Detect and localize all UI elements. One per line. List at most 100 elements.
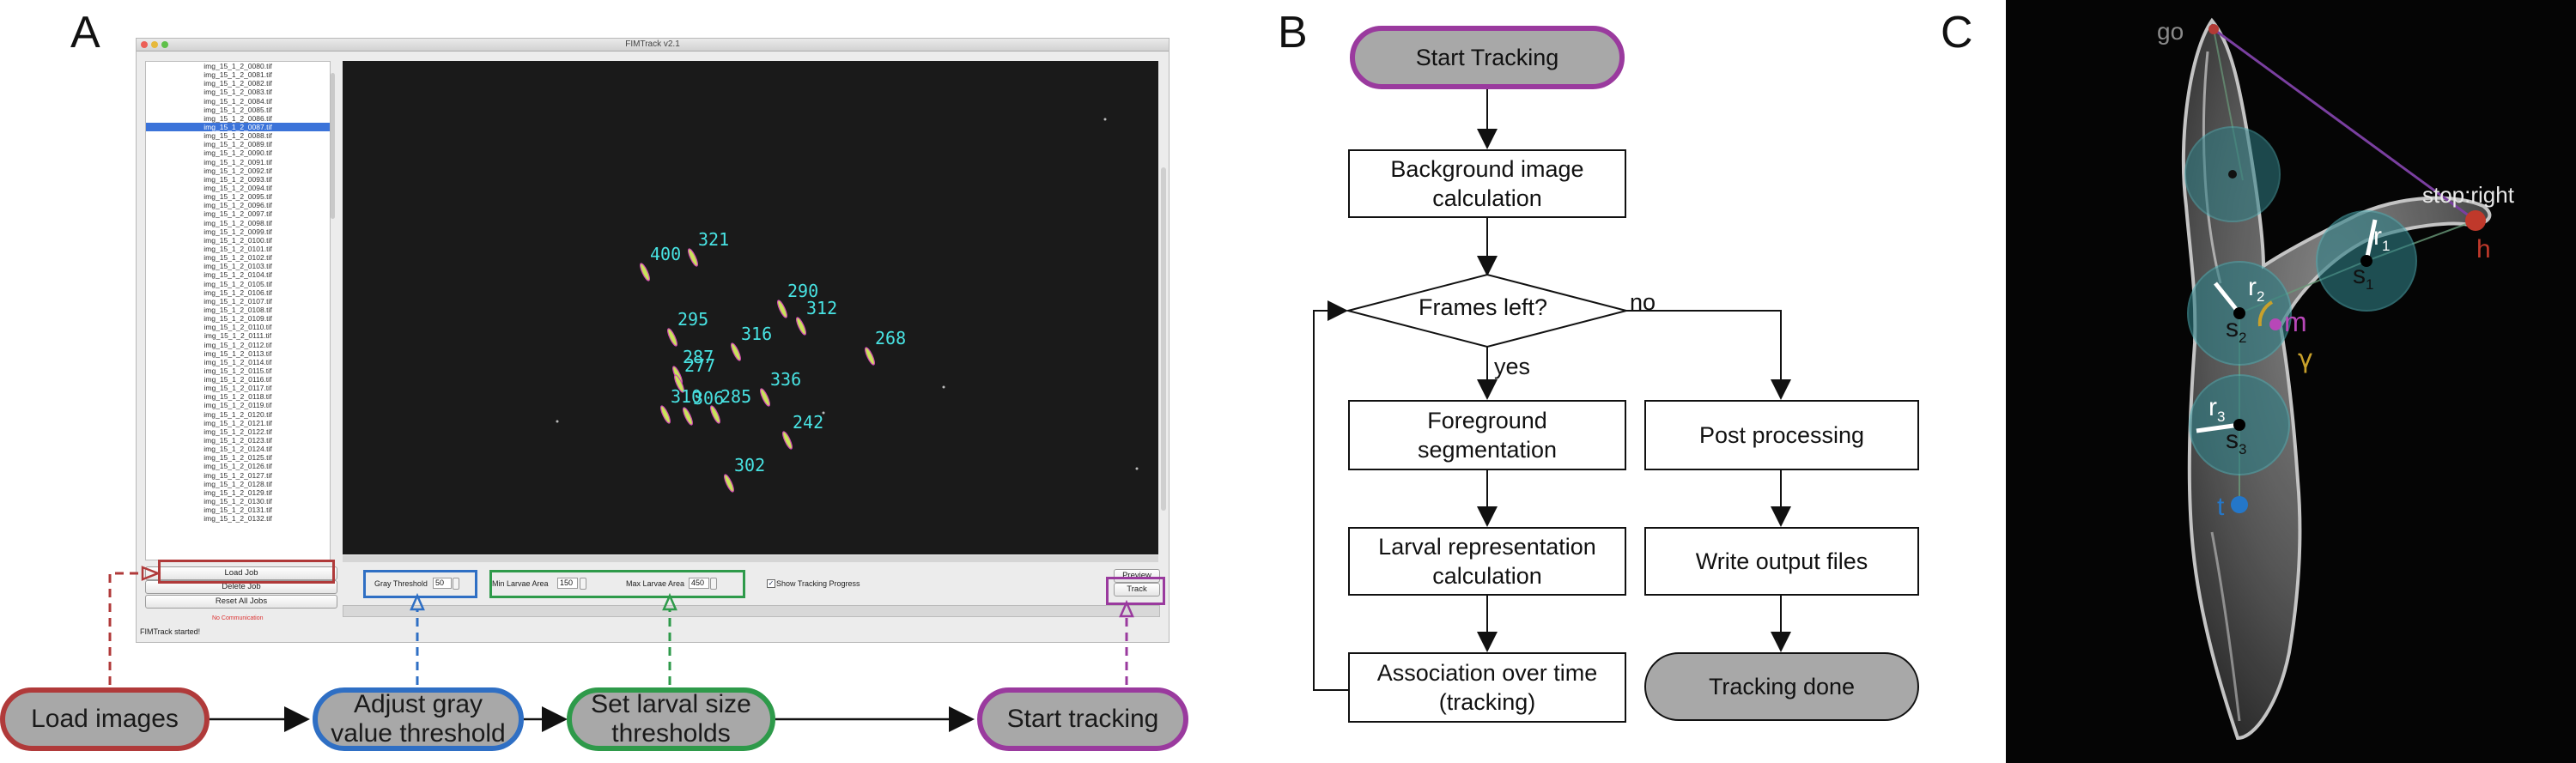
file-list-item[interactable]: img_15_1_2_0080.tif — [204, 62, 272, 70]
file-list-item[interactable]: img_15_1_2_0085.tif — [204, 105, 272, 114]
larva-id-label: 306 — [693, 388, 724, 409]
file-list-item[interactable]: img_15_1_2_0094.tif — [204, 183, 272, 192]
file-list-item[interactable]: img_15_1_2_0107.tif — [204, 296, 272, 306]
file-list-item[interactable]: img_15_1_2_0096.tif — [204, 201, 272, 210]
file-list-item[interactable]: img_15_1_2_0091.tif — [204, 157, 272, 167]
file-list-item[interactable]: img_15_1_2_0126.tif — [204, 462, 272, 471]
max-larvae-area-input[interactable]: 450 — [689, 578, 709, 589]
load-images-label: Load images — [31, 705, 179, 733]
file-list-item[interactable]: img_15_1_2_0081.tif — [204, 70, 272, 80]
file-list-item[interactable]: img_15_1_2_0112.tif — [204, 340, 272, 349]
communication-status: No Communication — [212, 615, 264, 621]
file-list-item[interactable]: img_15_1_2_0127.tif — [204, 470, 272, 480]
s2-label: s2 — [2226, 314, 2246, 346]
viewer-scrollbar-horizontal[interactable] — [343, 555, 1158, 562]
file-list-item[interactable]: img_15_1_2_0119.tif — [204, 401, 272, 410]
file-list-item[interactable]: img_15_1_2_0128.tif — [204, 479, 272, 488]
delete-job-button[interactable]: Delete Job — [145, 580, 337, 594]
file-list-item[interactable]: img_15_1_2_0122.tif — [204, 427, 272, 436]
file-list-item[interactable]: img_15_1_2_0102.tif — [204, 253, 272, 263]
track-button[interactable]: Track — [1114, 583, 1160, 596]
file-list-item[interactable]: img_15_1_2_0093.tif — [204, 174, 272, 184]
max-larvae-area-stepper[interactable] — [710, 578, 717, 590]
file-list-item[interactable]: img_15_1_2_0130.tif — [204, 497, 272, 506]
larva-blob — [688, 248, 698, 267]
minimize-window-icon[interactable] — [151, 41, 158, 48]
min-larvae-area-stepper[interactable] — [580, 578, 586, 590]
min-larvae-area-input[interactable]: 150 — [557, 578, 578, 589]
larva-model-panel: go stop:right h m t γ r1 s1 r2 s2 r3 s3 — [2006, 0, 2576, 763]
write-output-node: Write output files — [1644, 527, 1919, 596]
file-list-item[interactable]: img_15_1_2_0104.tif — [204, 270, 272, 280]
larva-id-label: 321 — [698, 229, 729, 250]
file-list-item[interactable]: img_15_1_2_0114.tif — [204, 357, 272, 366]
file-list-item[interactable]: img_15_1_2_0101.tif — [204, 244, 272, 253]
file-list-item[interactable]: img_15_1_2_0129.tif — [204, 487, 272, 497]
yes-label: yes — [1494, 354, 1531, 379]
tracking-done-node: Tracking done — [1644, 652, 1919, 721]
preview-button[interactable]: Preview — [1114, 569, 1160, 583]
file-list-item[interactable]: img_15_1_2_0131.tif — [204, 506, 272, 515]
file-list-item[interactable]: img_15_1_2_0123.tif — [204, 436, 272, 445]
file-list-item[interactable]: img_15_1_2_0098.tif — [204, 218, 272, 227]
gray-threshold-stepper[interactable] — [453, 578, 459, 590]
image-speck — [942, 385, 945, 389]
file-list-item[interactable]: img_15_1_2_0095.tif — [204, 192, 272, 202]
file-list-item[interactable]: img_15_1_2_0086.tif — [204, 113, 272, 123]
file-list-item[interactable]: img_15_1_2_0120.tif — [204, 409, 272, 419]
file-list-item[interactable]: img_15_1_2_0083.tif — [204, 88, 272, 97]
file-list-item[interactable]: img_15_1_2_0115.tif — [204, 366, 272, 375]
file-list-item[interactable]: img_15_1_2_0092.tif — [204, 166, 272, 175]
file-list-item[interactable]: img_15_1_2_0124.tif — [204, 445, 272, 454]
file-list-item[interactable]: img_15_1_2_0110.tif — [204, 323, 272, 332]
reset-all-jobs-button[interactable]: Reset All Jobs — [145, 595, 337, 609]
larva-blob — [674, 374, 684, 393]
file-list-item[interactable]: img_15_1_2_0099.tif — [204, 227, 272, 236]
file-list-item[interactable]: img_15_1_2_0088.tif — [204, 131, 272, 141]
file-list-item[interactable]: img_15_1_2_0117.tif — [204, 384, 272, 393]
file-list-scrollbar[interactable] — [331, 73, 335, 219]
write-output-label: Write output files — [1695, 548, 1868, 574]
start-tracking-node-label: Start Tracking — [1415, 45, 1559, 70]
gray-threshold-input[interactable]: 50 — [433, 578, 452, 589]
file-list-item[interactable]: img_15_1_2_0100.tif — [204, 235, 272, 245]
file-list-item[interactable]: img_15_1_2_0132.tif — [204, 514, 272, 524]
viewer-scrollbar[interactable] — [1161, 167, 1166, 511]
file-list-item[interactable]: img_15_1_2_0111.tif — [204, 331, 272, 341]
file-list-item[interactable]: img_15_1_2_0121.tif — [204, 418, 272, 427]
file-list-item[interactable]: img_15_1_2_0113.tif — [204, 348, 272, 358]
file-list-item[interactable]: img_15_1_2_0116.tif — [204, 375, 272, 385]
file-list-item[interactable]: img_15_1_2_0082.tif — [204, 79, 272, 88]
larval-rep-line1: Larval representation — [1378, 534, 1596, 560]
file-list-item[interactable]: img_15_1_2_0097.tif — [204, 209, 272, 219]
file-list-item[interactable]: img_15_1_2_0109.tif — [204, 314, 272, 324]
load-job-button[interactable]: Load Job — [145, 566, 337, 580]
set-size-line2: thresholds — [611, 719, 731, 748]
tracking-done-label: Tracking done — [1708, 674, 1856, 699]
file-list-item[interactable]: img_15_1_2_0106.tif — [204, 288, 272, 297]
gamma-label: γ — [2298, 344, 2313, 374]
file-list-item[interactable]: img_15_1_2_0125.tif — [204, 453, 272, 463]
larva-blob — [731, 342, 741, 361]
file-list-item[interactable]: img_15_1_2_0084.tif — [204, 96, 272, 106]
no-label: no — [1630, 289, 1656, 315]
close-window-icon[interactable] — [141, 41, 148, 48]
zoom-window-icon[interactable] — [161, 41, 168, 48]
image-speck — [556, 420, 559, 423]
file-list-item[interactable]: img_15_1_2_0090.tif — [204, 148, 272, 158]
foreground-line2: segmentation — [1417, 437, 1558, 463]
panel-b-label: B — [1278, 8, 1308, 58]
file-list-item[interactable]: img_15_1_2_0105.tif — [204, 279, 272, 288]
window-title: FIMTrack v2.1 — [625, 39, 680, 49]
file-list-item[interactable]: img_15_1_2_0118.tif — [204, 392, 272, 402]
file-list-item[interactable]: img_15_1_2_0087.tif — [146, 122, 330, 132]
file-list-item[interactable]: img_15_1_2_0089.tif — [204, 140, 272, 149]
foreground-line1: Foreground — [1427, 408, 1547, 433]
larva-id-label: 400 — [650, 244, 681, 264]
flowchart-connectors — [1313, 89, 1791, 691]
show-progress-checkbox[interactable]: ✓ — [767, 579, 775, 588]
file-list-item[interactable]: img_15_1_2_0103.tif — [204, 262, 272, 271]
file-list-item[interactable]: img_15_1_2_0108.tif — [204, 305, 272, 314]
